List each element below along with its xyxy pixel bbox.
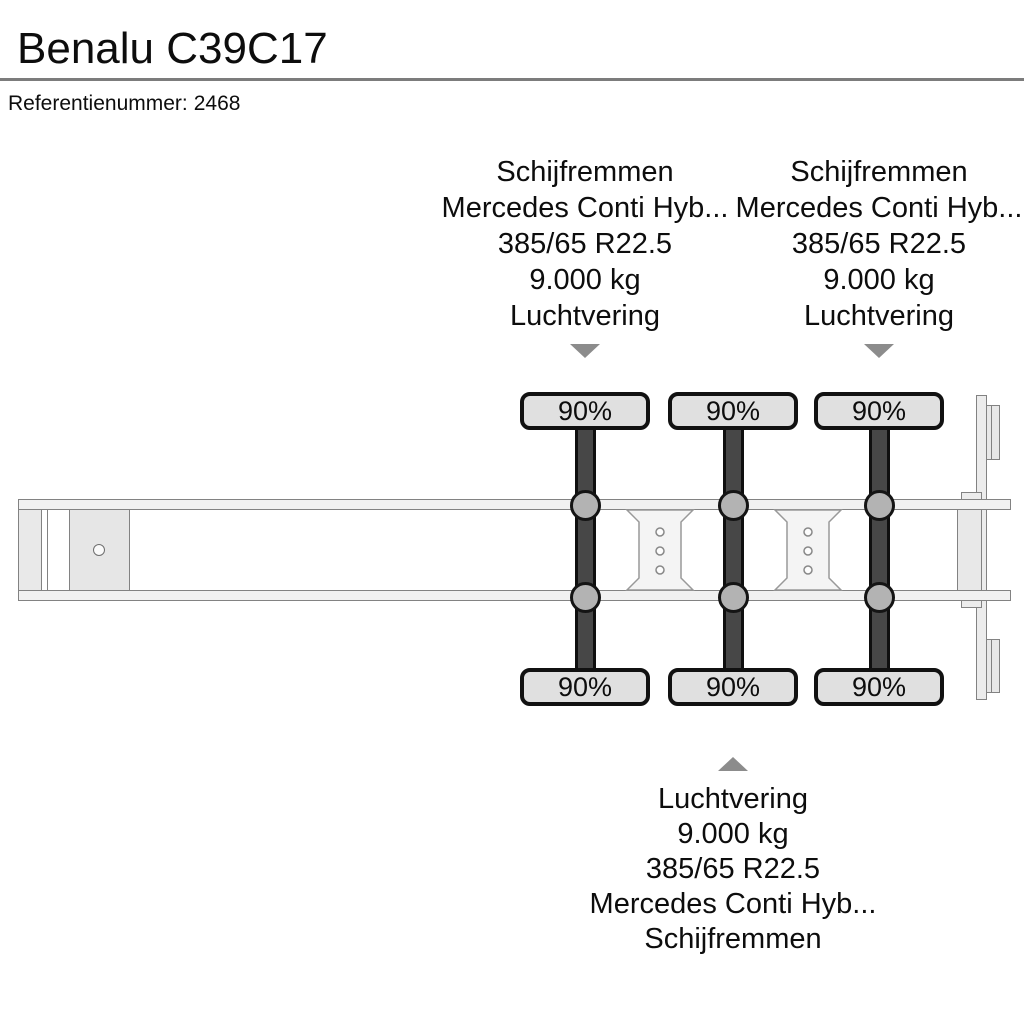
axle3-tire-top: 90%	[814, 392, 944, 430]
axle3-suspension-bottom	[864, 582, 895, 613]
rear-bracket-bottom	[961, 600, 982, 608]
reference-number: Referentienummer:2468	[8, 91, 240, 117]
tire-wear-label: 90%	[557, 395, 613, 426]
axle2-suspension: Luchtvering	[658, 783, 808, 815]
rear-light-lens	[989, 640, 992, 692]
axle2-spec-annotation: Luchtvering 9.000 kg 385/65 R22.5 Merced…	[473, 782, 993, 957]
bolt-hole-icon	[803, 565, 813, 575]
axle3-brand: Mercedes Conti Hyb...	[735, 192, 1023, 224]
axle2-suspension-top	[718, 490, 749, 521]
axle1-tire-bottom: 90%	[520, 668, 650, 706]
axle2-tire-bottom: 90%	[668, 668, 798, 706]
axle3-shaft	[869, 426, 890, 672]
bolt-hole-icon	[655, 527, 665, 537]
axle2-brand: Mercedes Conti Hyb...	[589, 888, 877, 920]
rear-light-lens	[989, 406, 992, 459]
tire-wear-label: 90%	[705, 395, 761, 426]
axle1-suspension-bottom	[570, 582, 601, 613]
chassis-rail-top	[18, 499, 1011, 510]
axle2-tire-top: 90%	[668, 392, 798, 430]
axle3-load: 9.000 kg	[823, 264, 935, 296]
reference-label: Referentienummer:	[8, 92, 188, 115]
tire-wear-label: 90%	[705, 671, 761, 702]
crossmember-1	[625, 509, 695, 591]
axle1-tire-size: 385/65 R22.5	[497, 228, 673, 260]
arrow-down-icon	[864, 344, 894, 358]
axle3-brakes: Schijfremmen	[790, 156, 968, 188]
front-end-cap	[18, 509, 42, 591]
axle3-tire-size: 385/65 R22.5	[791, 228, 967, 260]
axle1-brand: Mercedes Conti Hyb...	[441, 192, 729, 224]
tire-wear-label: 90%	[851, 395, 907, 426]
axle3-suspension: Luchtvering	[804, 300, 954, 332]
axle3-tire-bottom: 90%	[814, 668, 944, 706]
axle2-tire-size: 385/65 R22.5	[645, 853, 821, 885]
tire-wear-label: 90%	[557, 671, 613, 702]
rear-light-top	[986, 405, 1000, 460]
axle1-brakes: Schijfremmen	[496, 156, 674, 188]
bolt-hole-icon	[655, 565, 665, 575]
arrow-up-icon	[718, 757, 748, 771]
axle1-shaft	[575, 426, 596, 672]
title-separator	[0, 78, 1024, 81]
bolt-hole-icon	[803, 527, 813, 537]
arrow-down-icon	[570, 344, 600, 358]
kingpin-circle	[93, 544, 105, 556]
axle1-tire-top: 90%	[520, 392, 650, 430]
axle2-suspension-bottom	[718, 582, 749, 613]
axle1-spec-annotation: Schijfremmen Mercedes Conti Hyb... 385/6…	[325, 154, 845, 334]
axle3-spec-annotation: Schijfremmen Mercedes Conti Hyb... 385/6…	[619, 154, 1024, 334]
bolt-hole-icon	[803, 546, 813, 556]
page-title: Benalu C39C17	[17, 24, 328, 73]
axle1-suspension-top	[570, 490, 601, 521]
axle2-load: 9.000 kg	[677, 818, 789, 850]
axle3-suspension-top	[864, 490, 895, 521]
bolt-hole-icon	[655, 546, 665, 556]
reference-value: 2468	[193, 92, 241, 115]
axle1-suspension: Luchtvering	[510, 300, 660, 332]
chassis-rail-bottom	[18, 590, 1011, 601]
crossmember-2	[773, 509, 843, 591]
rear-crossmember	[957, 509, 982, 591]
rear-light-bottom	[986, 639, 1000, 693]
tire-wear-label: 90%	[851, 671, 907, 702]
axle2-shaft	[723, 426, 744, 672]
axle2-brakes: Schijfremmen	[644, 923, 822, 955]
front-crossbar	[41, 509, 48, 591]
axle1-load: 9.000 kg	[529, 264, 641, 296]
